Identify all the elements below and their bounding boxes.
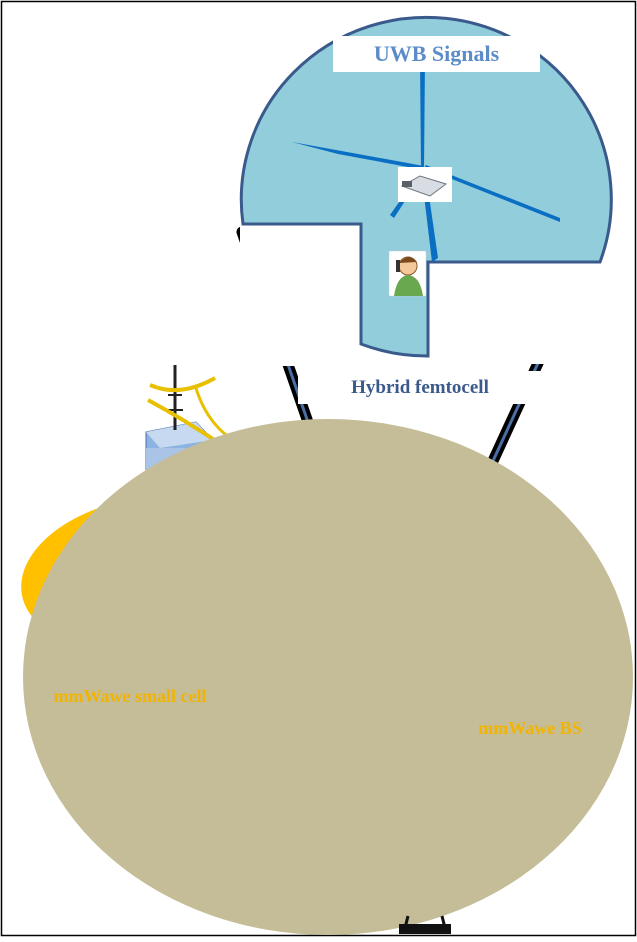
mmwave-small-cell-label: mmWawe small cell — [40, 685, 220, 707]
balloon-cut-right — [430, 264, 605, 364]
mmwave-bs-label: mmWawe BS — [450, 718, 610, 739]
uwb-signals-label: UWB Signals — [333, 36, 540, 72]
phone-user-icon — [389, 251, 426, 296]
hybrid-femtocell-label: Hybrid femtocell — [298, 371, 542, 404]
mmwave-bs-coverage — [23, 419, 633, 935]
router-icon — [398, 167, 452, 202]
balloon-cut-left — [240, 226, 359, 366]
